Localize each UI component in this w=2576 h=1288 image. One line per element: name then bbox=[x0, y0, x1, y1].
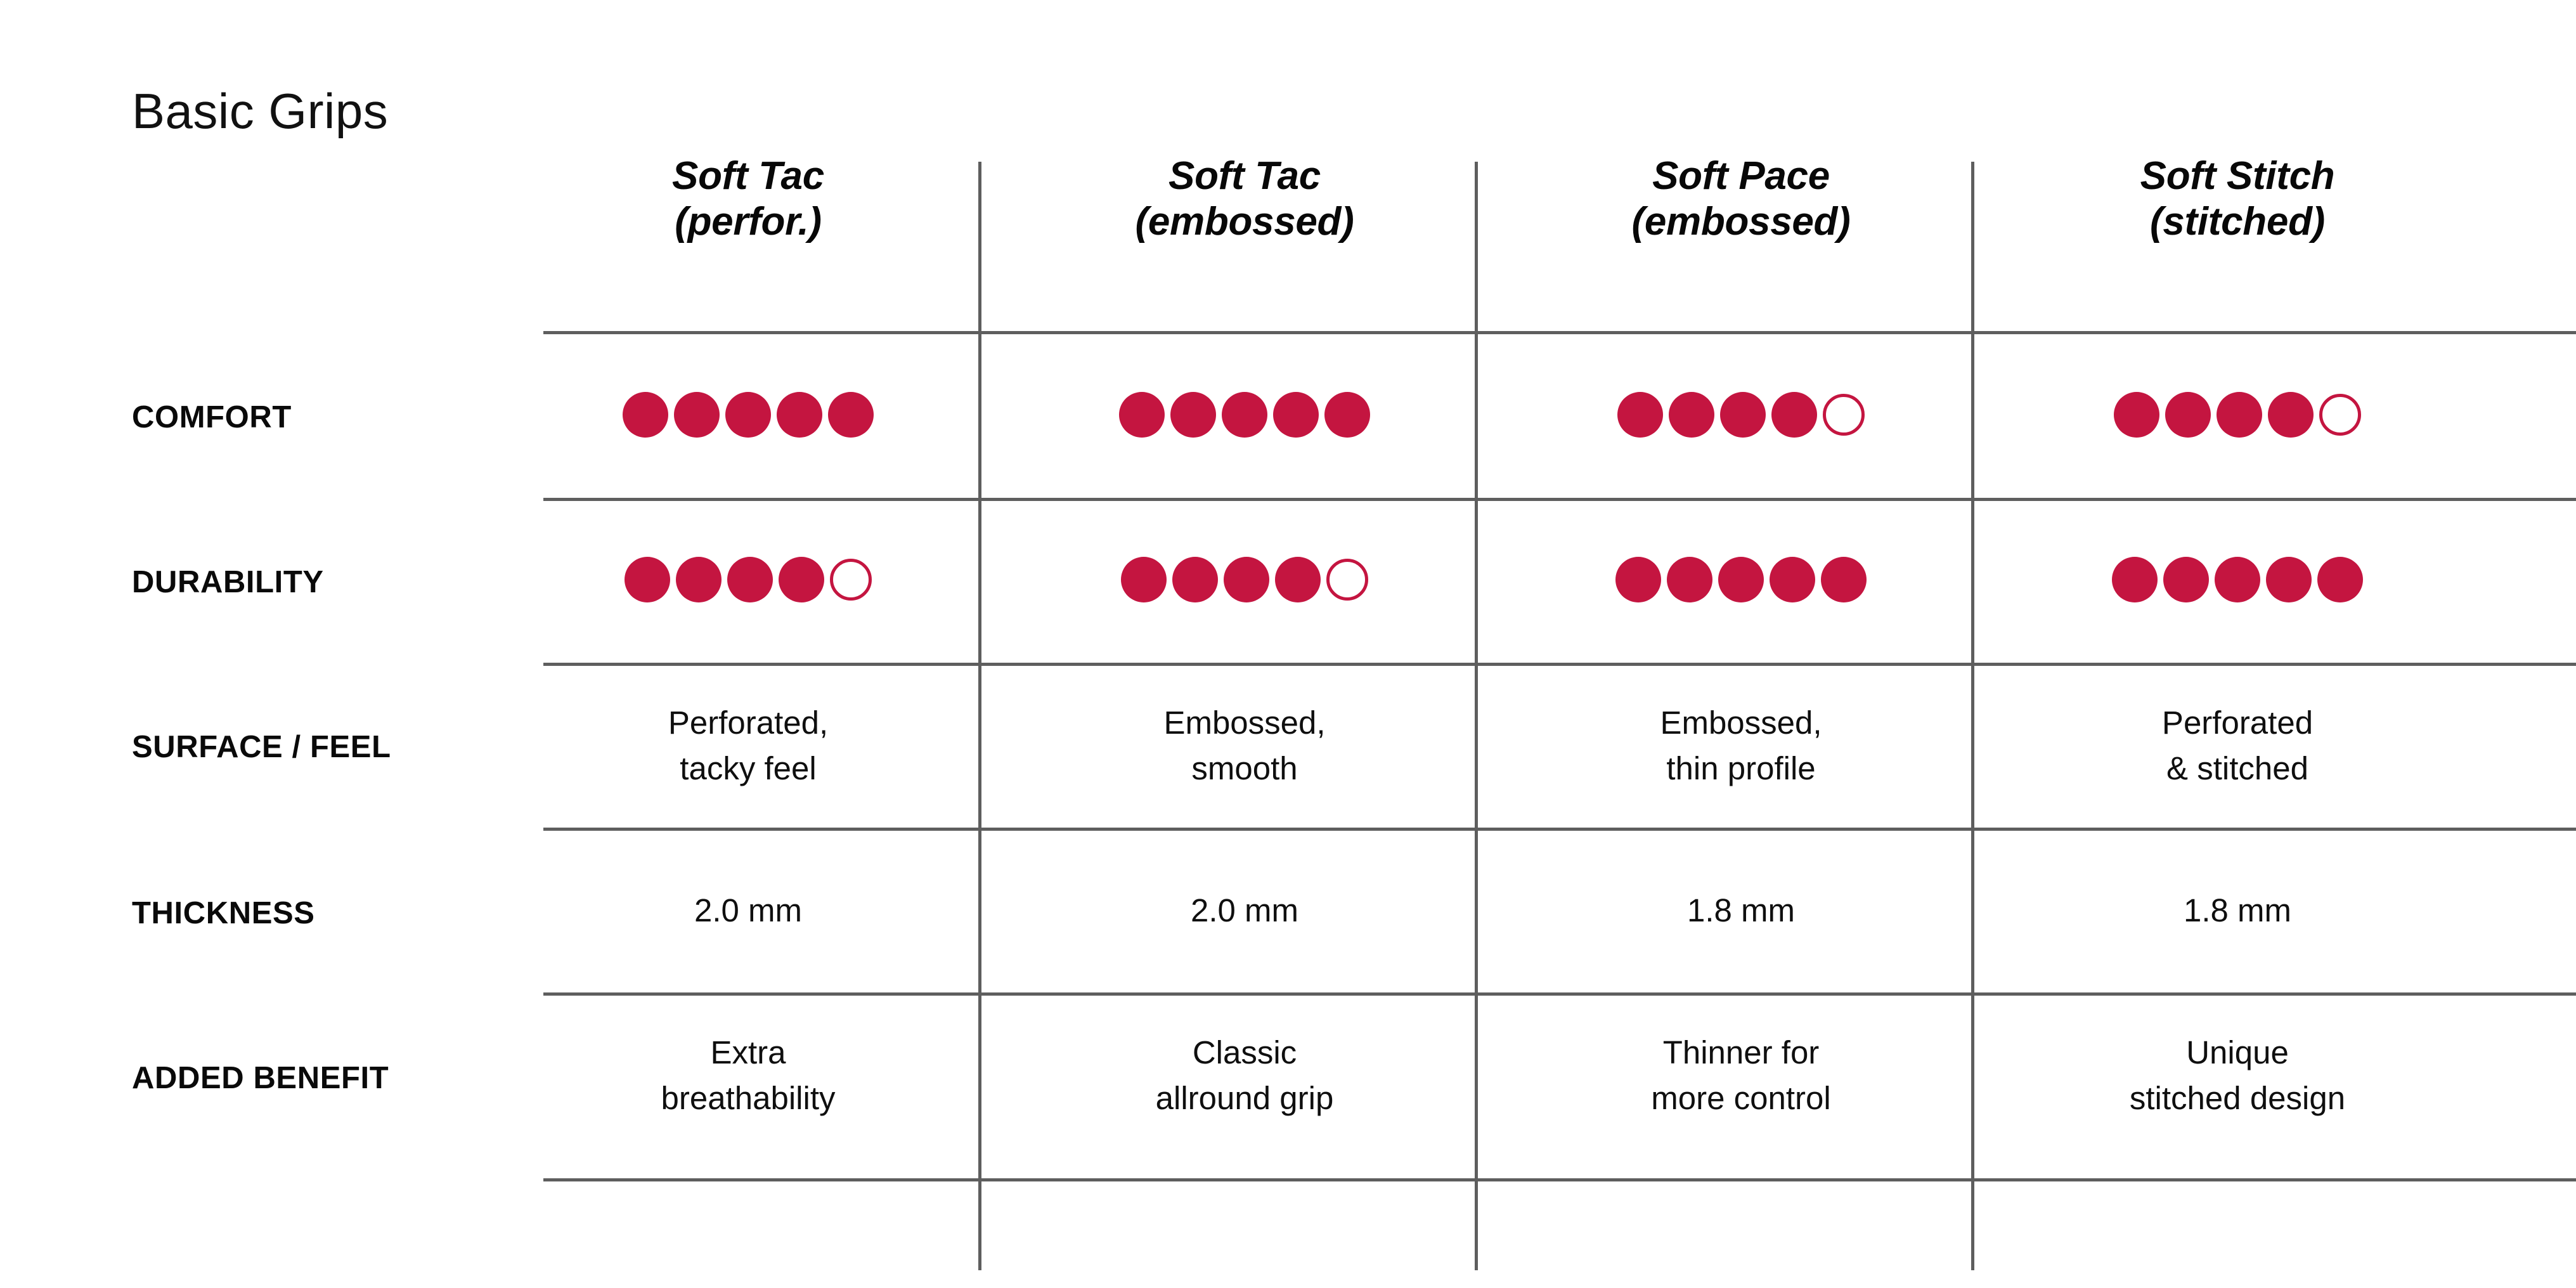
rule-below-added-benefit bbox=[543, 1178, 2576, 1181]
rating-dot-filled bbox=[1771, 392, 1817, 438]
rating-dot-filled bbox=[625, 557, 670, 602]
rating-dot-filled bbox=[674, 392, 720, 438]
row-label-added-benefit: ADDED BENEFIT bbox=[132, 1061, 389, 1095]
row-label-thickness: THICKNESS bbox=[132, 896, 315, 930]
cell-added-benefit-col2: Classic allround grip bbox=[1155, 1034, 1334, 1117]
rating-dot-filled bbox=[2215, 557, 2260, 602]
rule-below-comfort bbox=[543, 498, 2576, 501]
rating-dot-filled bbox=[725, 392, 771, 438]
rating-dot-empty bbox=[2319, 394, 2361, 436]
rating-dot-filled bbox=[1273, 392, 1319, 438]
column-header-2: Soft Tac (embossed) bbox=[1035, 153, 1454, 245]
rating-dot-empty bbox=[830, 559, 872, 601]
cell-added-benefit-col1: Extra breathability bbox=[661, 1034, 836, 1117]
cell-thickness-col2: 2.0 mm bbox=[1190, 892, 1299, 928]
column-header-1: Soft Tac (perfor.) bbox=[539, 153, 957, 245]
rating-durability-col3 bbox=[1532, 557, 1950, 602]
rating-durability-col2 bbox=[1035, 557, 1454, 602]
rating-dot-filled bbox=[1720, 392, 1766, 438]
rating-durability-col1 bbox=[539, 557, 957, 602]
rating-dot-filled bbox=[1324, 392, 1370, 438]
column-header-3-name: Soft Pace bbox=[1652, 154, 1830, 198]
rating-dot-filled bbox=[1172, 557, 1218, 602]
rating-dot-filled bbox=[828, 392, 874, 438]
cell-thickness-col4: 1.8 mm bbox=[2183, 892, 2292, 928]
rating-comfort-col2 bbox=[1035, 392, 1454, 438]
rating-dot-filled bbox=[1669, 392, 1714, 438]
column-header-4: Soft Stitch (stitched) bbox=[2028, 153, 2447, 245]
rule-below-headers bbox=[543, 331, 2576, 334]
divider-col3-col4 bbox=[1971, 162, 1974, 1270]
rating-comfort-col4 bbox=[2028, 392, 2447, 438]
divider-col1-col2 bbox=[978, 162, 981, 1270]
column-header-2-variant: (embossed) bbox=[1135, 199, 1354, 244]
rating-dot-filled bbox=[2266, 557, 2312, 602]
rating-dot-filled bbox=[2114, 392, 2159, 438]
rating-dot-filled bbox=[1667, 557, 1712, 602]
column-header-3: Soft Pace (embossed) bbox=[1532, 153, 1950, 245]
rating-dot-filled bbox=[1770, 557, 1815, 602]
row-label-comfort: COMFORT bbox=[132, 400, 292, 434]
rating-dot-filled bbox=[1718, 557, 1764, 602]
rating-dot-filled bbox=[1615, 557, 1661, 602]
row-label-surface-feel: SURFACE / FEEL bbox=[132, 730, 391, 764]
cell-surface-feel-col2: Embossed, smooth bbox=[1163, 705, 1326, 787]
cell-surface-feel-col3: Embossed, thin profile bbox=[1660, 705, 1822, 787]
rating-dot-filled bbox=[1170, 392, 1216, 438]
column-header-2-name: Soft Tac bbox=[1168, 154, 1321, 198]
rating-dot-filled bbox=[2317, 557, 2363, 602]
rating-dot-filled bbox=[777, 392, 822, 438]
rating-dot-filled bbox=[779, 557, 824, 602]
cell-surface-feel-col1: Perforated, tacky feel bbox=[668, 705, 829, 787]
rating-dot-filled bbox=[1224, 557, 1269, 602]
cell-added-benefit-col3: Thinner for more control bbox=[1651, 1034, 1831, 1117]
rating-dot-filled bbox=[1222, 392, 1267, 438]
column-header-1-name: Soft Tac bbox=[672, 154, 824, 198]
cell-surface-feel-col4: Perforated & stitched bbox=[2161, 705, 2314, 787]
rating-dot-filled bbox=[1275, 557, 1321, 602]
rating-dot-filled bbox=[1821, 557, 1867, 602]
rating-dot-empty bbox=[1823, 394, 1865, 436]
column-header-4-variant: (stitched) bbox=[2149, 199, 2325, 244]
rating-dot-filled bbox=[676, 557, 722, 602]
rating-comfort-col1 bbox=[539, 392, 957, 438]
rating-dot-filled bbox=[1617, 392, 1663, 438]
column-header-4-name: Soft Stitch bbox=[2140, 154, 2335, 198]
rating-comfort-col3 bbox=[1532, 392, 1950, 438]
rating-dot-filled bbox=[2268, 392, 2314, 438]
rating-dot-filled bbox=[2112, 557, 2158, 602]
row-label-durability: DURABILITY bbox=[132, 565, 324, 599]
rating-dot-filled bbox=[727, 557, 773, 602]
rating-dot-filled bbox=[623, 392, 668, 438]
cell-added-benefit-col4: Unique stitched design bbox=[2129, 1034, 2346, 1117]
rule-below-surface-feel bbox=[543, 828, 2576, 831]
page-title: Basic Grips bbox=[132, 83, 389, 139]
column-header-3-variant: (embossed) bbox=[1631, 199, 1851, 244]
divider-col2-col3 bbox=[1475, 162, 1478, 1270]
rating-dot-filled bbox=[2163, 557, 2209, 602]
rating-dot-empty bbox=[1326, 559, 1368, 601]
rating-durability-col4 bbox=[2028, 557, 2447, 602]
rating-dot-filled bbox=[1121, 557, 1167, 602]
rule-below-thickness bbox=[543, 992, 2576, 996]
rating-dot-filled bbox=[2217, 392, 2262, 438]
rating-dot-filled bbox=[2165, 392, 2211, 438]
cell-thickness-col3: 1.8 mm bbox=[1686, 892, 1796, 928]
cell-thickness-col1: 2.0 mm bbox=[694, 892, 803, 928]
column-header-1-variant: (perfor.) bbox=[675, 199, 822, 244]
rating-dot-filled bbox=[1119, 392, 1165, 438]
rule-below-durability bbox=[543, 663, 2576, 666]
